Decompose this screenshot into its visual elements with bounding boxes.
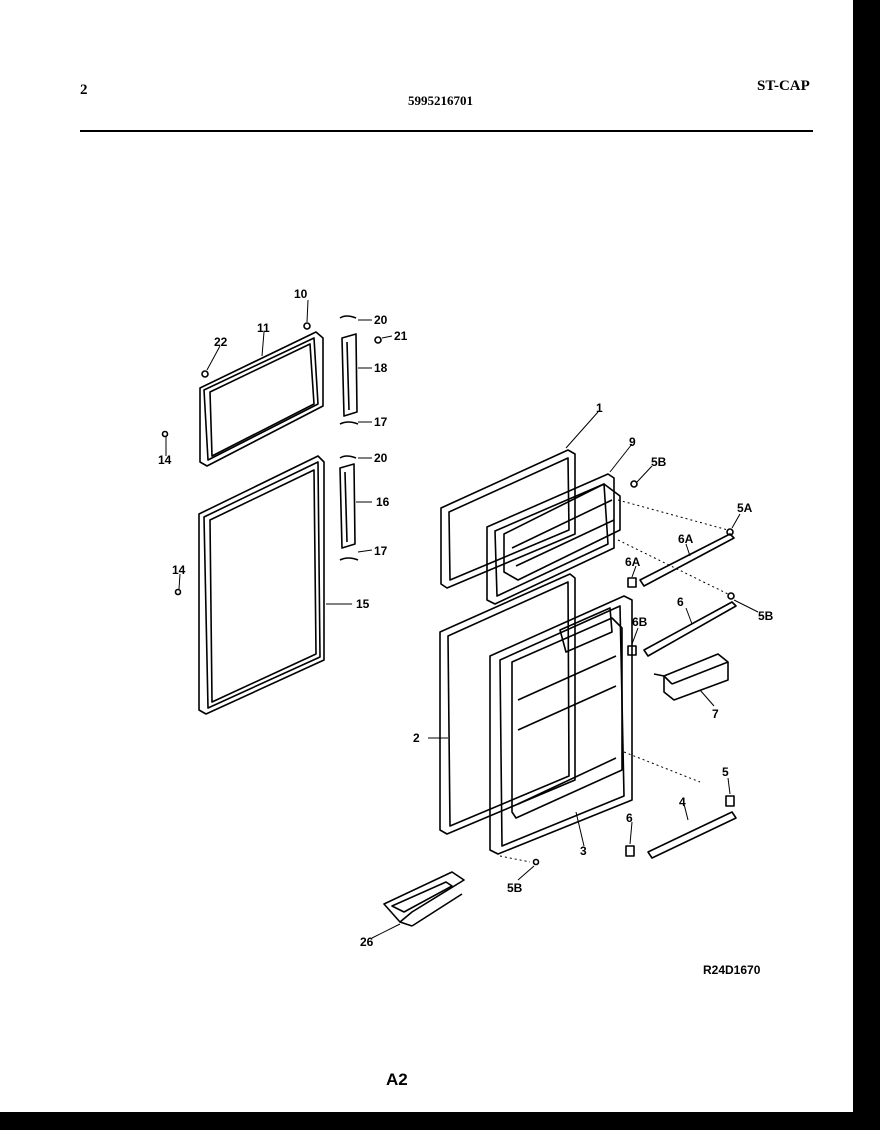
callout-17-upper: 17 bbox=[374, 415, 388, 429]
freezer-door-panel-drawing bbox=[440, 449, 576, 589]
handle-lower-drawing bbox=[339, 455, 359, 561]
document-number: 5995216701 bbox=[408, 93, 473, 108]
dairy-bin-drawing bbox=[653, 653, 729, 701]
callout-17-lower: 17 bbox=[374, 544, 388, 558]
callout-10: 10 bbox=[294, 287, 308, 301]
callout-2: 2 bbox=[413, 731, 420, 745]
callout-8a: 6A bbox=[678, 532, 694, 546]
tray-drawing bbox=[383, 871, 465, 927]
callout-14-upper: 14 bbox=[158, 453, 172, 467]
small-parts-drawing bbox=[161, 322, 735, 866]
callout-labels: 1 2 3 4 5 6 5A 5B 5B 5B 6 6A 6A 6B 7 9 1… bbox=[158, 287, 774, 949]
freezer-door-liner-drawing bbox=[486, 473, 621, 605]
callout-3: 3 bbox=[580, 844, 587, 858]
callout-6a-left: 6A bbox=[625, 555, 641, 569]
model-code: ST-CAP bbox=[757, 78, 810, 94]
scan-border-bottom bbox=[0, 1112, 880, 1130]
callout-20-upper: 20 bbox=[374, 313, 388, 327]
callout-5: 5 bbox=[722, 765, 729, 779]
callout-5b-bottom: 5B bbox=[507, 881, 523, 895]
header-rule bbox=[80, 130, 813, 132]
scan-border-right bbox=[853, 0, 880, 1130]
page-id: A2 bbox=[386, 1070, 408, 1089]
shelf-bar-4-drawing bbox=[647, 811, 737, 859]
callout-18: 18 bbox=[374, 361, 388, 375]
callout-4: 4 bbox=[679, 795, 686, 809]
freezer-gasket-drawing bbox=[199, 331, 324, 467]
callout-8: 6 bbox=[677, 595, 684, 609]
callout-5b-right: 5B bbox=[758, 609, 774, 623]
callout-20-lower: 20 bbox=[374, 451, 388, 465]
diagram-code: R24D1670 bbox=[703, 963, 761, 977]
food-door-liner-drawing bbox=[489, 595, 633, 855]
callout-15: 15 bbox=[356, 597, 370, 611]
callout-14-lower: 14 bbox=[172, 563, 186, 577]
callout-9: 9 bbox=[629, 435, 636, 449]
shelf-bar-8-drawing bbox=[643, 601, 737, 657]
callout-21: 21 bbox=[394, 329, 408, 343]
callout-6-lower: 6 bbox=[626, 811, 633, 825]
callout-22: 22 bbox=[214, 335, 228, 349]
callout-26: 26 bbox=[360, 935, 374, 949]
callout-5b-top: 5B bbox=[651, 455, 667, 469]
callout-11: 11 bbox=[257, 321, 270, 335]
callout-16: 16 bbox=[376, 495, 390, 509]
shelf-bar-8a-drawing bbox=[639, 533, 735, 587]
callout-5a: 5A bbox=[737, 501, 753, 515]
callout-1: 1 bbox=[596, 401, 603, 415]
callout-6b: 6B bbox=[632, 615, 648, 629]
page-number: 2 bbox=[80, 82, 88, 98]
food-door-panel-drawing bbox=[439, 573, 576, 835]
leader-lines bbox=[165, 299, 759, 939]
handle-upper-drawing bbox=[339, 315, 382, 425]
food-gasket-drawing bbox=[198, 455, 325, 715]
callout-7: 7 bbox=[712, 707, 719, 721]
